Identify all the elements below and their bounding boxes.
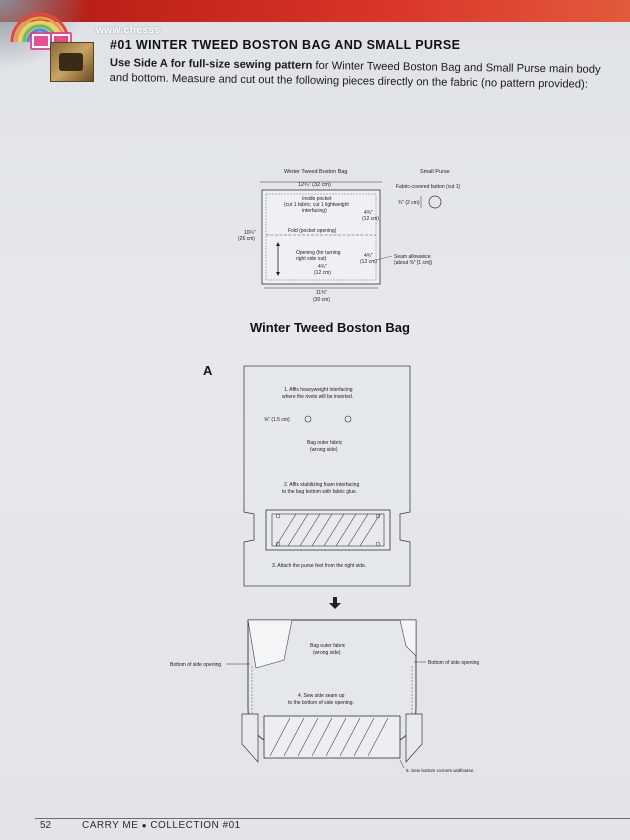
folded-flap-right	[399, 619, 417, 657]
book-name: CARRY ME	[82, 820, 139, 831]
inner-height-2: (12 cm)	[360, 259, 377, 265]
rivet-size: ⅝" (1.5 cm)	[264, 417, 290, 423]
fold-label: Fold (pocket opening)	[288, 228, 337, 234]
diagram-a: 1. Affix heavyweight interfacing where t…	[243, 365, 411, 587]
outer-b-line2: (wrong side)	[313, 650, 341, 656]
bottom-width-2: (30 cm)	[313, 297, 330, 303]
top-red-band	[0, 0, 630, 22]
foot-mark-tr	[375, 513, 381, 519]
section-title: Winter Tweed Boston Bag	[250, 320, 410, 335]
down-arrow-icon	[329, 597, 341, 609]
watermark-text: www.chesss	[96, 25, 161, 36]
bag-bottom-foam	[265, 509, 391, 551]
cut-diagram: Winter Tweed Boston Bag Small Purse 12¾"…	[238, 169, 461, 303]
left-side-label: Bottom of side opening	[170, 662, 221, 668]
outer-line2: (wrong side)	[310, 447, 338, 453]
diagram-b: Bag outer fabric (wrong side) Bottom of …	[170, 619, 479, 773]
step1-line1: 1. Affix heavyweight interfacing	[284, 387, 353, 393]
button-size-label: ¾" (2 cm)	[398, 200, 420, 206]
intro-bold: Use Side A for full-size sewing pattern	[109, 56, 313, 72]
purse-diagram-title: Small Purse	[420, 169, 450, 175]
step4-line1: 4. Sew side seam up	[298, 693, 345, 699]
step2-line2: to the bag bottom with fabric glue.	[282, 489, 357, 495]
seam-leader	[375, 255, 393, 261]
rivet-mark-left	[304, 415, 312, 423]
step-letter: A	[203, 363, 213, 378]
opening-line2: right side out)	[296, 256, 327, 262]
rivet-mark-right	[344, 415, 352, 423]
sewn-bottom	[263, 715, 401, 759]
step2-line1: 2. Affix stabilizing foam interfacing	[284, 482, 359, 488]
step5-text: 5. Sew bottom corners widthwise.	[406, 768, 474, 773]
intro-paragraph: Use Side A for full-size sewing pattern …	[110, 56, 618, 93]
foot-mark-tl	[275, 513, 281, 519]
arrow-down-head	[276, 272, 280, 276]
folded-flap-left	[247, 619, 293, 669]
button-circle	[428, 195, 442, 209]
bullet-icon: ●	[141, 821, 148, 830]
right-side-label: Bottom of side opening	[428, 660, 479, 666]
lower-height-2: (12 cm)	[314, 270, 331, 276]
bottom-inner-rect	[271, 513, 385, 547]
step5-leader	[399, 759, 405, 769]
inside-pocket-line2: (cut 1 fabric; cut 1 lightweight	[284, 202, 349, 208]
step3-text: 3. Attach the purse feet from the right …	[272, 563, 366, 569]
seam-line1: Seam allowance	[394, 254, 431, 260]
foot-mark-bl	[275, 541, 281, 547]
side-height-1: 10¼"	[244, 230, 256, 236]
step4-line2: to the bottom of side opening.	[288, 700, 354, 706]
page-title: #01 WINTER TWEED BOSTON BAG AND SMALL PU…	[110, 38, 461, 52]
corner-left	[241, 713, 259, 763]
side-height-2: (26 cm)	[238, 236, 255, 242]
sewn-bottom-hatching	[269, 717, 389, 757]
seam-line2: (about ⅜" [1 cm])	[394, 260, 433, 266]
corner-right	[405, 713, 423, 763]
collection-name: COLLECTION #01	[150, 820, 241, 831]
pocket-height-1: 4¾"	[364, 210, 373, 216]
footer-book: CARRY ME ● COLLECTION #01	[82, 820, 241, 831]
opening-line1: Opening (for turning	[296, 250, 341, 256]
step1-line2: where the rivets will be inserted.	[282, 394, 353, 400]
inner-height-1: 4¾"	[364, 253, 373, 259]
footer-rule	[35, 818, 630, 819]
foot-mark-br	[375, 541, 381, 547]
inside-pocket-line3: interfacing)	[302, 208, 327, 214]
bottom-hatching	[275, 513, 381, 547]
bag-thumbnail	[50, 42, 94, 82]
bottom-width-1: 11¾"	[316, 290, 327, 296]
inside-pocket-line1: Inside pocket	[302, 196, 332, 202]
bag-cut-piece	[261, 189, 381, 285]
pocket-height-2: (12 cm)	[362, 216, 379, 222]
purse-button-label: Fabric-covered button (cut 1)	[396, 184, 461, 190]
bag-diagram-title: Winter Tweed Boston Bag	[284, 169, 348, 175]
outer-b-line1: Bag outer fabric	[310, 643, 346, 649]
bag-thumbnail-shape	[59, 53, 83, 71]
top-width-label: 12¾" (32 cm)	[298, 182, 331, 188]
outer-line1: Bag outer fabric	[307, 440, 343, 446]
lower-height-1: 4¾"	[318, 264, 327, 270]
arrow-up-head	[276, 242, 280, 246]
seam-line	[265, 193, 377, 281]
page-number: 52	[40, 820, 52, 831]
